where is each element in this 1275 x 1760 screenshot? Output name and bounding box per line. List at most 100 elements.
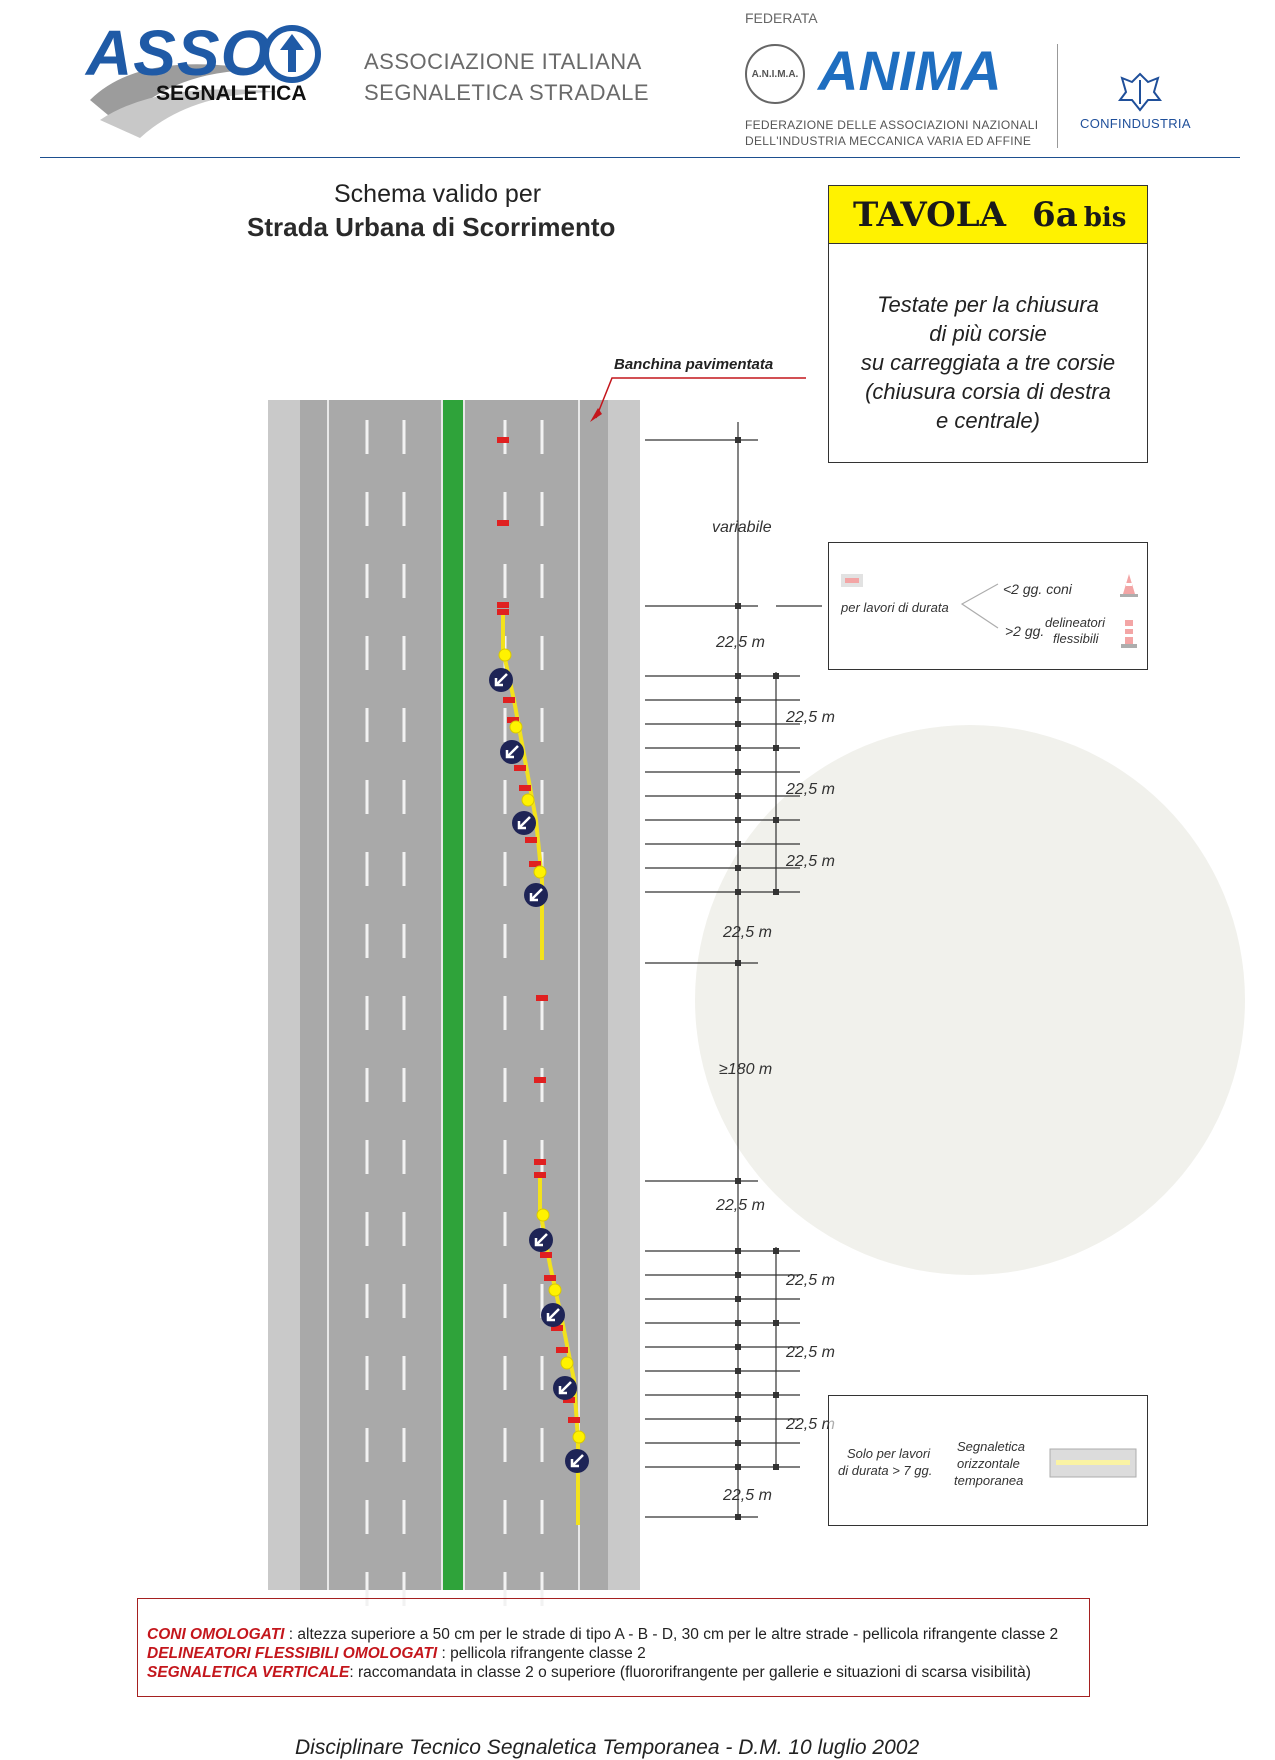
lane-dash <box>402 996 406 1030</box>
lane-dash <box>503 924 507 958</box>
legend-marking-box: Solo per lavori di durata > 7 gg. Segnal… <box>828 1395 1148 1526</box>
measure-node <box>735 1344 741 1350</box>
warning-lamp-icon <box>560 1356 574 1370</box>
tavola-description: Testate per la chiusura di più corsie su… <box>829 290 1147 435</box>
association-line-1: ASSOCIAZIONE ITALIANA <box>364 49 642 74</box>
association-line-2: SEGNALETICA STRADALE <box>364 80 650 105</box>
warning-lamp-icon <box>533 865 547 879</box>
lane-dash <box>365 420 369 454</box>
lane-dash <box>540 996 544 1030</box>
cone-marker <box>497 520 509 526</box>
measure-node <box>735 1296 741 1302</box>
measure-node <box>773 1320 779 1326</box>
lane-dash <box>540 1356 544 1390</box>
lane-dash <box>365 1572 369 1606</box>
cone-marker <box>507 717 519 723</box>
lane-dash <box>540 1572 544 1606</box>
measure-node <box>735 745 741 751</box>
edge-line-left <box>327 400 329 1590</box>
banchina-label: Banchina pavimentata <box>614 356 774 373</box>
measure-node <box>735 1464 741 1470</box>
tavola-desc-line: (chiusura corsia di destra <box>865 379 1111 404</box>
lane-dash <box>402 1140 406 1174</box>
measure-22-5: 22,5 m <box>723 1487 772 1504</box>
arrow-sign-glyph <box>570 1454 584 1468</box>
warning-lamp-icon <box>548 1283 562 1297</box>
anima-badge: A.N.I.M.A. <box>745 44 805 104</box>
legend-durata: per lavori di durata <box>841 600 949 615</box>
measure-node <box>735 1272 741 1278</box>
measure-node <box>773 745 779 751</box>
lane-dash <box>402 1572 406 1606</box>
tavola-number: 6a <box>1032 195 1078 235</box>
cone-marker <box>544 1275 556 1281</box>
note-row: SEGNALETICA VERTICALE: raccomandata in c… <box>147 1663 1089 1682</box>
scheme-title-line-1: Schema valido per <box>334 180 542 208</box>
cone-marker <box>514 765 526 771</box>
note-value: : altezza superiore a 50 cm per le strad… <box>284 1626 1059 1643</box>
anima-logo: ANIMA <box>818 39 1002 102</box>
measure-22-5: 22,5 m <box>716 634 765 651</box>
legend-solo-2: di durata > 7 gg. <box>838 1463 933 1478</box>
lane-dash <box>365 1140 369 1174</box>
warning-lamp-icon <box>536 1208 550 1222</box>
federazione-line-2: DELL'INDUSTRIA MECCANICA VARIA ED AFFINE <box>745 134 1032 148</box>
measure-22-5: 22,5 m <box>786 1344 835 1361</box>
measure-22-5: 22,5 m <box>786 1272 835 1289</box>
cone-marker <box>536 995 548 1001</box>
legend-flessibili: flessibili <box>1053 631 1099 646</box>
measure-node <box>735 1178 741 1184</box>
lane-dash <box>402 1356 406 1390</box>
cone-marker <box>525 837 537 843</box>
lane-dash <box>402 1284 406 1318</box>
lane-dash <box>540 1068 544 1102</box>
lane-dash <box>540 708 544 742</box>
lane-dash <box>503 1284 507 1318</box>
cone-marker <box>529 861 541 867</box>
federata-label: FEDERATA <box>745 10 818 26</box>
lane-dash <box>365 492 369 526</box>
tavola-desc-line: Testate per la chiusura <box>877 292 1099 317</box>
measure-22-5: 22,5 m <box>716 1197 765 1214</box>
measure-180: ≥180 m <box>719 1061 773 1078</box>
asso-logo-sub: SEGNALETICA <box>156 82 307 105</box>
lane-dash <box>540 636 544 670</box>
cone-marker <box>540 1252 552 1258</box>
lane-dash <box>365 1212 369 1246</box>
note-row: CONI OMOLOGATI : altezza superiore a 50 … <box>147 1625 1089 1644</box>
measure-node <box>735 721 741 727</box>
arrow-sign-glyph <box>529 888 543 902</box>
lane-dash <box>540 1500 544 1534</box>
measure-22-5: 22,5 m <box>786 781 835 798</box>
cone-marker <box>534 1172 546 1178</box>
lane-dash <box>540 780 544 814</box>
lane-dash <box>503 996 507 1030</box>
lane-dash <box>503 1140 507 1174</box>
work-zone-devices <box>489 437 589 1473</box>
lane-dash <box>402 1212 406 1246</box>
lane-dash <box>402 1500 406 1534</box>
lane-dash <box>402 852 406 886</box>
measure-22-5: 22,5 m <box>723 924 772 941</box>
measure-node <box>735 889 741 895</box>
cone-marker <box>519 785 531 791</box>
measure-node <box>735 697 741 703</box>
lane-dash <box>540 1284 544 1318</box>
lane-dash <box>503 492 507 526</box>
tavola-suffix: bis <box>1083 203 1127 233</box>
measure-node <box>735 960 741 966</box>
lane-dash <box>503 1428 507 1462</box>
measure-node <box>735 603 741 609</box>
measure-node <box>735 1440 741 1446</box>
note-key: SEGNALETICA VERTICALE <box>147 1664 350 1681</box>
lane-dash <box>503 1212 507 1246</box>
lane-dash <box>402 492 406 526</box>
lane-dash <box>365 564 369 598</box>
lane-dash <box>540 492 544 526</box>
lane-dash <box>503 1572 507 1606</box>
legend-lt2: <2 gg. coni <box>1003 581 1072 597</box>
median-strip <box>443 400 463 1590</box>
cone-marker <box>497 437 509 443</box>
